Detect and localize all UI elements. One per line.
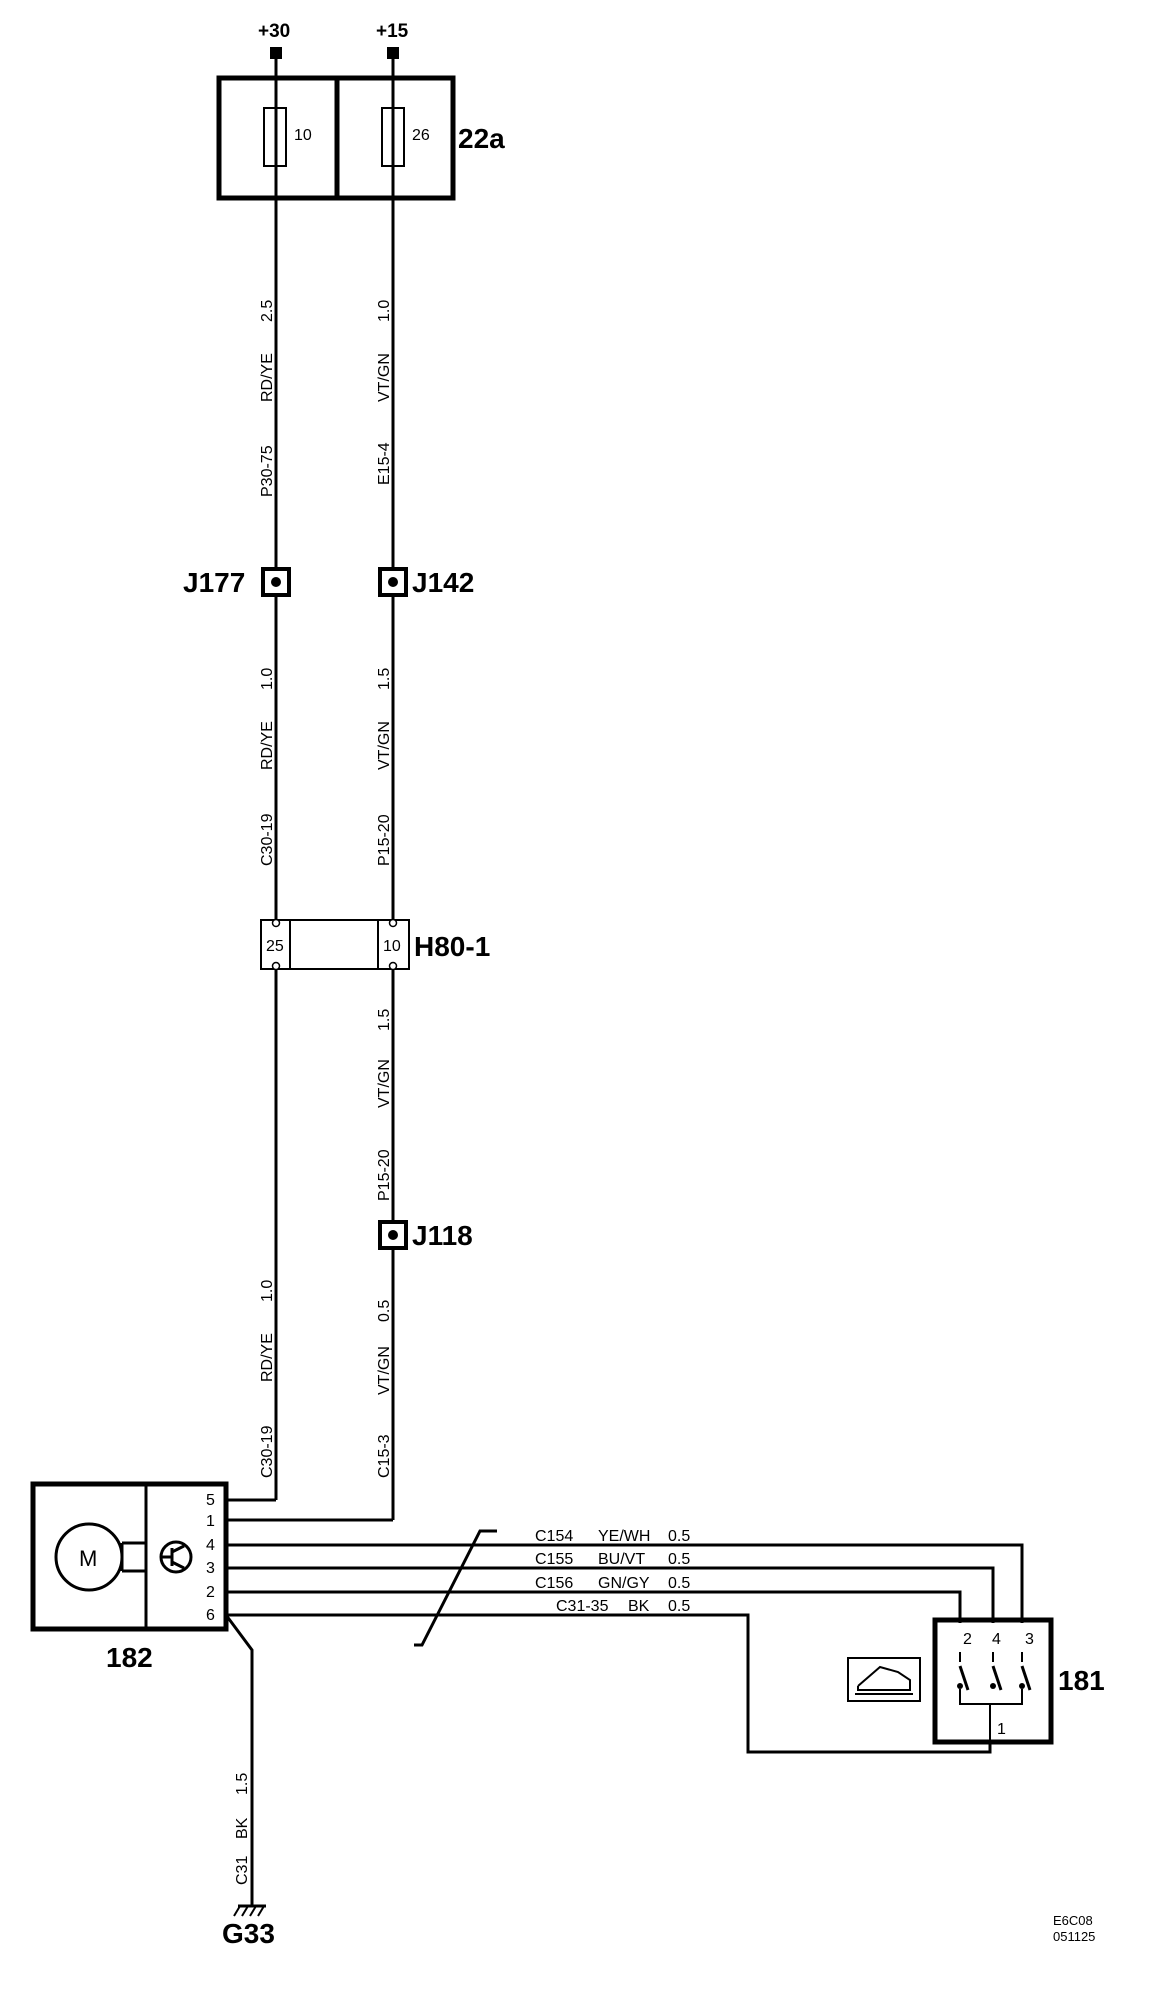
w6-code: C30-19 [259, 1425, 276, 1478]
junction-j118-label: J118 [412, 1220, 473, 1251]
harness-1-color: BU/VT [598, 1551, 645, 1568]
module-pin-5: 5 [206, 1492, 215, 1509]
w5-color: VT/GN [376, 1059, 393, 1108]
w6-color: RD/YE [259, 1333, 276, 1382]
harness-2-code: C156 [535, 1575, 573, 1592]
w5-size: 1.5 [376, 1009, 393, 1031]
pedal-icon [847, 1657, 921, 1702]
harness-wires [226, 1529, 1024, 1754]
harness-2-size: 0.5 [668, 1575, 690, 1592]
harness-3-code: C31-35 [556, 1598, 609, 1615]
module-pin-4: 4 [206, 1537, 215, 1554]
w6-size: 1.0 [259, 1280, 276, 1302]
supply-plus15: +15 [376, 21, 409, 59]
harness-3-color: BK [628, 1598, 650, 1615]
w1-size: 2.5 [259, 300, 276, 322]
switch-pin-2: 2 [963, 1631, 972, 1648]
wire-label-w7: 0.5 VT/GN C15-3 [376, 1300, 393, 1478]
module-pin-6: 6 [206, 1607, 215, 1624]
wire-label-w5: 1.5 VT/GN P15-20 [376, 1009, 393, 1201]
harness-0-color: YE/WH [598, 1528, 650, 1545]
connector-pin-a: 25 [266, 938, 284, 955]
w3-color: RD/YE [259, 721, 276, 770]
fuse-b-label: 26 [412, 127, 430, 144]
harness-labels: C154 YE/WH 0.5 C155 BU/VT 0.5 C156 GN/GY… [535, 1528, 690, 1615]
junction-j118: J118 [378, 1220, 473, 1251]
wire-label-w1: 2.5 RD/YE P30-75 [259, 300, 276, 497]
harness-0-size: 0.5 [668, 1528, 690, 1545]
w7-size: 0.5 [376, 1300, 393, 1322]
wire-label-w8: 1.5 BK C31 [234, 1773, 251, 1885]
wire-label-w3: 1.0 RD/YE C30-19 [259, 668, 276, 866]
w8-color: BK [234, 1817, 251, 1839]
connector-h80-1: 25 10 H80-1 [260, 918, 490, 971]
w2-code: E15-4 [376, 442, 393, 485]
supply-plus30: +30 [258, 21, 290, 59]
ground-label: G33 [222, 1918, 275, 1949]
motor-label: M [79, 1546, 97, 1571]
w7-code: C15-3 [376, 1434, 393, 1478]
w3-code: C30-19 [259, 813, 276, 866]
w3-size: 1.0 [259, 668, 276, 690]
junction-j142: J142 [378, 567, 474, 598]
junction-j177: J177 [183, 567, 291, 598]
connector-pin-b: 10 [383, 938, 401, 955]
wire-label-w6: 1.0 RD/YE C30-19 [259, 1280, 276, 1478]
w5-code: P15-20 [376, 1149, 393, 1201]
connector-label: H80-1 [414, 931, 490, 962]
fuse-a-label: 10 [294, 127, 312, 144]
switch-181: 2 4 3 1 181 [932, 1617, 1105, 1745]
supply-plus15-label: +15 [376, 21, 409, 42]
w8-size: 1.5 [234, 1773, 251, 1795]
junction-j177-label: J177 [183, 567, 245, 598]
fusebox: 10 26 22a [216, 75, 505, 201]
wire-runs [226, 58, 395, 1522]
harness-0-code: C154 [535, 1528, 573, 1545]
harness-1-code: C155 [535, 1551, 573, 1568]
module-pin-3: 3 [206, 1560, 215, 1577]
supply-plus30-label: +30 [258, 21, 290, 42]
w4-code: P15-20 [376, 814, 393, 866]
module-pin-1: 1 [206, 1513, 215, 1530]
w7-color: VT/GN [376, 1346, 393, 1395]
module-pin-2: 2 [206, 1584, 215, 1601]
w1-code: P30-75 [259, 445, 276, 497]
ground-g33: G33 [222, 1614, 275, 1949]
w4-size: 1.5 [376, 668, 393, 690]
w2-color: VT/GN [376, 353, 393, 402]
switch-pin-1: 1 [997, 1721, 1006, 1738]
w1-color: RD/YE [259, 353, 276, 402]
switch-pin-3: 3 [1025, 1631, 1034, 1648]
harness-2-color: GN/GY [598, 1575, 650, 1592]
junction-j142-label: J142 [412, 567, 474, 598]
w8-code: C31 [234, 1856, 251, 1885]
w2-size: 1.0 [376, 300, 393, 322]
fusebox-label: 22a [458, 123, 505, 154]
wire-label-w4: 1.5 VT/GN P15-20 [376, 668, 393, 866]
module-182: M 5 1 4 3 2 6 182 [30, 1481, 229, 1673]
footer-ref-2: 051125 [1053, 1929, 1095, 1944]
harness-3-size: 0.5 [668, 1598, 690, 1615]
switch-pin-4: 4 [992, 1631, 1001, 1648]
w4-color: VT/GN [376, 721, 393, 770]
wire-label-w2: 1.0 VT/GN E15-4 [376, 300, 393, 485]
footer-ref-1: E6C08 [1053, 1913, 1093, 1928]
module-182-label: 182 [106, 1642, 153, 1673]
harness-1-size: 0.5 [668, 1551, 690, 1568]
switch-181-label: 181 [1058, 1665, 1105, 1696]
